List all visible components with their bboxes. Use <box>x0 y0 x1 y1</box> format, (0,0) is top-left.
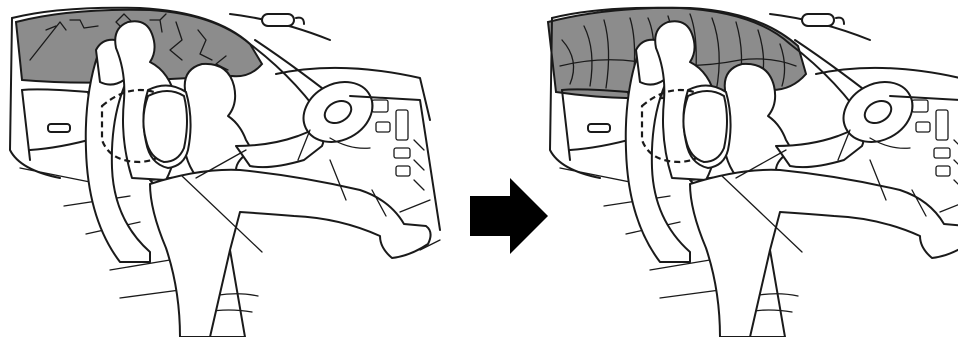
airbag-stowed-panel <box>10 8 440 337</box>
right-arrow-icon <box>470 178 548 254</box>
airbag-deployed-panel <box>548 8 958 337</box>
